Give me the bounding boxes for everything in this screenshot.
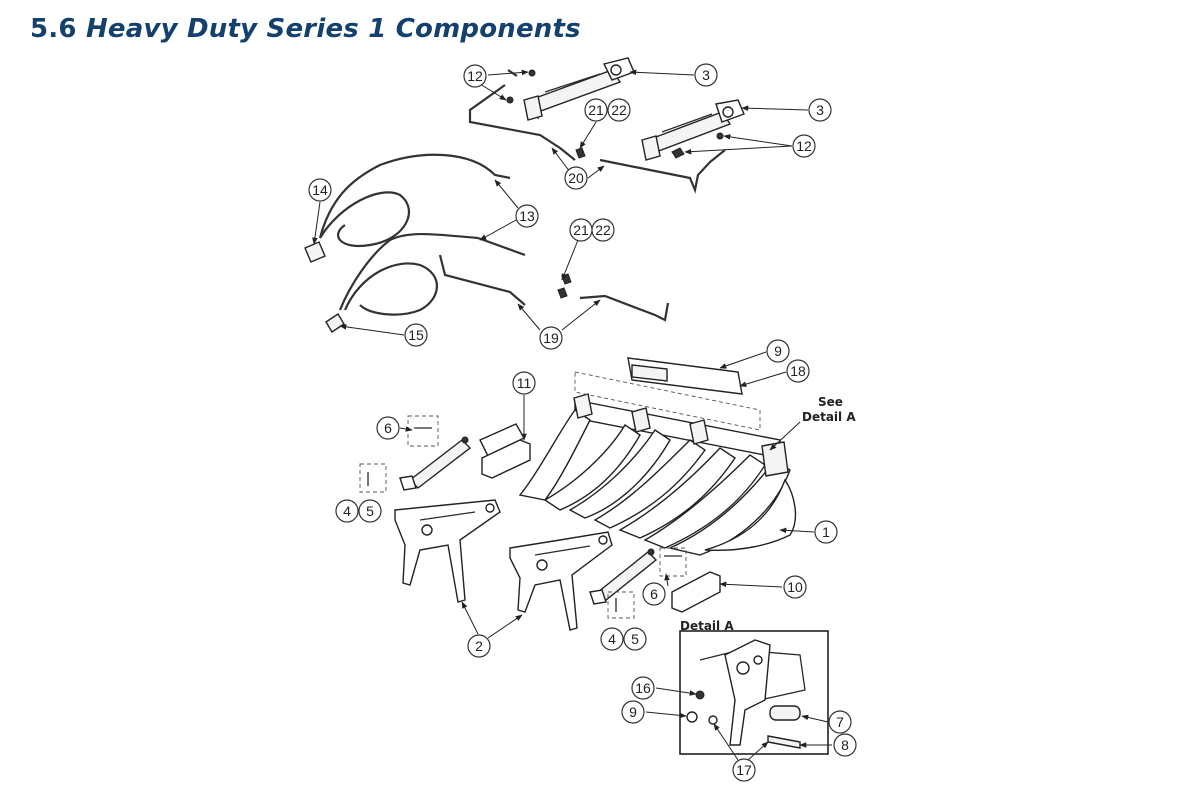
callout-part-8: 8	[833, 733, 857, 757]
grapple-arm-left	[394, 499, 501, 603]
svg-text:13: 13	[519, 208, 535, 224]
upper-cylinder-right	[641, 99, 745, 161]
svg-text:4: 4	[343, 503, 351, 519]
callout-part-1: 1	[814, 520, 838, 544]
cylinder-guard-upper	[481, 439, 531, 479]
section-title: Heavy Duty Series 1 Components	[85, 14, 581, 44]
mid-hydraulic-tubes	[438, 254, 670, 322]
callout-part-3-top: 3	[694, 63, 718, 87]
callout-part-21-mid: 21	[569, 218, 593, 242]
callout-part-9-detail: 9	[621, 700, 645, 724]
callout-part-12-right: 12	[792, 134, 816, 158]
svg-text:1: 1	[822, 524, 830, 540]
svg-text:5: 5	[366, 503, 374, 519]
svg-text:22: 22	[611, 102, 627, 118]
section-number: 5.6	[30, 14, 77, 44]
svg-text:6: 6	[384, 420, 392, 436]
svg-text:2: 2	[475, 638, 483, 654]
callout-part-3-mid: 3	[808, 98, 832, 122]
svg-text:4: 4	[608, 631, 616, 647]
svg-text:21: 21	[573, 222, 589, 238]
svg-text:15: 15	[408, 327, 424, 343]
svg-text:16: 16	[635, 680, 651, 696]
callout-part-22-top: 22	[607, 98, 631, 122]
svg-text:11: 11	[517, 375, 532, 391]
svg-text:10: 10	[787, 579, 803, 595]
cylinder-guard-lower	[671, 571, 721, 613]
long-hydraulic-hoses	[304, 153, 526, 333]
callout-part-20: 20	[564, 166, 588, 190]
callout-part-21-top: 21	[584, 98, 608, 122]
svg-text:3: 3	[816, 102, 824, 118]
svg-text:22: 22	[595, 222, 611, 238]
svg-text:21: 21	[588, 102, 604, 118]
svg-text:18: 18	[790, 363, 806, 379]
detail-a-box	[679, 630, 829, 755]
callout-part-16: 16	[631, 676, 655, 700]
upper-hydraulic-tubes	[468, 69, 726, 194]
svg-text:12: 12	[467, 68, 483, 84]
callout-part-11: 11	[512, 371, 536, 395]
svg-text:8: 8	[841, 737, 849, 753]
callout-part-15: 15	[404, 323, 428, 347]
callout-part-6-upper: 6	[376, 416, 400, 440]
callout-part-2: 2	[467, 634, 491, 658]
callout-part-18: 18	[786, 359, 810, 383]
detail-a-title: Detail A	[680, 619, 734, 633]
callout-part-6-lower: 6	[642, 582, 666, 606]
grapple-arm-right	[509, 531, 613, 631]
see-detail-line2: Detail A	[802, 410, 856, 424]
grapple-bucket	[518, 357, 797, 556]
svg-text:6: 6	[650, 586, 658, 602]
callout-part-12-top: 12	[463, 64, 487, 88]
svg-text:17: 17	[736, 762, 752, 778]
svg-text:14: 14	[312, 182, 328, 198]
svg-text:3: 3	[702, 67, 710, 83]
callout-part-13: 13	[515, 204, 539, 228]
grapple-cylinder-left	[399, 423, 525, 491]
callout-part-10: 10	[783, 575, 807, 599]
callout-part-5-upper: 5	[358, 499, 382, 523]
svg-text:20: 20	[568, 170, 584, 186]
grapple-cylinder-right	[589, 548, 658, 605]
callout-part-9-top: 9	[766, 339, 790, 363]
callout-part-17: 17	[732, 758, 756, 782]
svg-text:5: 5	[631, 631, 639, 647]
callout-part-22-mid: 22	[591, 218, 615, 242]
callout-part-7: 7	[828, 710, 852, 734]
callout-part-19: 19	[539, 326, 563, 350]
callout-part-4-lower: 4	[600, 627, 624, 651]
page-title: 5.6 Heavy Duty Series 1 Components	[30, 14, 581, 44]
callout-part-4-upper: 4	[335, 499, 359, 523]
svg-text:9: 9	[774, 343, 782, 359]
callout-part-14: 14	[308, 178, 332, 202]
callout-part-5-lower: 5	[623, 627, 647, 651]
leader-lines	[312, 69, 832, 761]
svg-text:9: 9	[629, 704, 637, 720]
see-detail-line1: See	[818, 395, 843, 409]
svg-text:19: 19	[543, 330, 559, 346]
svg-text:7: 7	[836, 714, 844, 730]
svg-text:12: 12	[796, 138, 812, 154]
